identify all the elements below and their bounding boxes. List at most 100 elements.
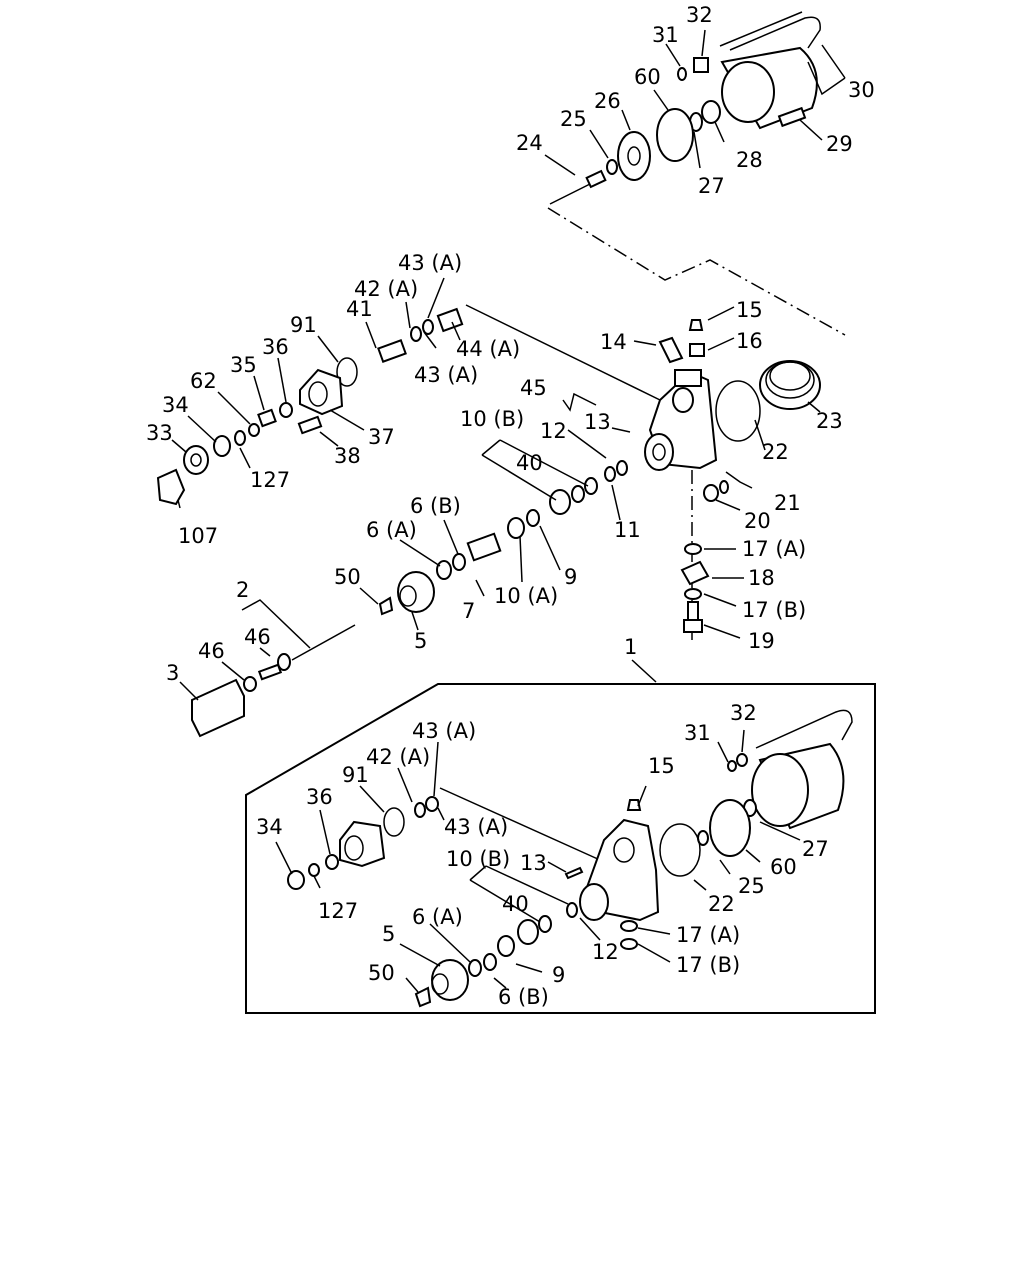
ring-62-part [248, 423, 260, 437]
label-18: 18 [748, 566, 775, 590]
spring-7-part [466, 532, 502, 562]
lower-ring-12 [566, 902, 578, 918]
nut-20-part [703, 484, 719, 502]
lower-clip-50 [414, 986, 432, 1008]
piston-40-part [549, 489, 571, 515]
label-60: 60 [634, 65, 661, 89]
centerline-cylinder [465, 304, 661, 401]
lower-ring-6a [468, 959, 482, 977]
label-3: 3 [166, 661, 179, 685]
ring-6b-part [452, 553, 466, 571]
lower-washer-43a [425, 796, 439, 812]
lower-oring-22 [659, 823, 701, 877]
lower-label-25: 25 [738, 874, 765, 898]
lower-cup-9 [497, 935, 515, 957]
lower-label-9: 9 [552, 963, 565, 987]
label-45: 45 [520, 376, 547, 400]
cap-15-part [688, 319, 704, 331]
labels-lower: 43 (A) 42 (A) 91 36 43 (A) 34 127 10 (B)… [256, 701, 829, 1009]
nut-36-part [279, 402, 293, 418]
label-42a: 42 (A) [354, 277, 418, 301]
label-33: 33 [146, 421, 173, 445]
disc-26-part [617, 131, 651, 181]
label-21: 21 [774, 491, 801, 515]
seal-9-part [526, 509, 540, 527]
piston-5-part [397, 571, 435, 613]
washer-17b-part [684, 588, 702, 600]
lower-label-43a-bot: 43 (A) [444, 815, 508, 839]
lower-housing [339, 820, 386, 868]
disc-26-hub [627, 146, 641, 166]
spring-35-part [257, 408, 277, 428]
nut-46-part [277, 653, 291, 671]
label-32: 32 [686, 3, 713, 27]
ring-6a-part [436, 560, 452, 580]
washer-11-part [604, 466, 616, 482]
clevis-3-part [191, 678, 245, 738]
bolt-29-part [777, 106, 807, 128]
label-5: 5 [414, 629, 427, 653]
label-6b: 6 (B) [410, 494, 461, 518]
label-20: 20 [744, 509, 771, 533]
lower-cylinder-body [579, 818, 660, 922]
lower-reservoir-tank [751, 709, 853, 830]
lower-label-43a-top: 43 (A) [412, 719, 476, 743]
washer-43a-part [422, 319, 434, 335]
lower-label-22: 22 [708, 892, 735, 916]
label-34: 34 [162, 393, 189, 417]
label-31: 31 [652, 23, 679, 47]
bolt-19-part [683, 601, 703, 633]
lower-label-17b: 17 (B) [676, 953, 740, 977]
label-7: 7 [462, 599, 475, 623]
lower-label-50: 50 [368, 961, 395, 985]
lower-label-5: 5 [382, 922, 395, 946]
lower-centerline [439, 787, 601, 861]
oring-34-part [213, 435, 231, 457]
lower-label-6b: 6 (B) [498, 985, 549, 1009]
label-36: 36 [262, 335, 289, 359]
labels-upper: 32 31 30 60 26 25 24 28 27 29 43 (A) 42 … [146, 3, 875, 685]
label-17a: 17 (A) [742, 537, 806, 561]
rod-2-part [291, 624, 356, 661]
label-50: 50 [334, 565, 361, 589]
label-2: 2 [236, 578, 249, 602]
label-43a-bot: 43 (A) [414, 363, 478, 387]
label-11: 11 [614, 518, 641, 542]
label-6a: 6 (A) [366, 518, 417, 542]
fitting-16-part [689, 343, 705, 357]
label-46-b: 46 [198, 639, 225, 663]
lower-cap-15 [626, 799, 642, 811]
lower-label-17a: 17 (A) [676, 923, 740, 947]
label-29: 29 [826, 132, 853, 156]
kit-box-outline [245, 683, 876, 1014]
label-25: 25 [560, 107, 587, 131]
seal-10b-part [584, 477, 598, 495]
lower-oring-42a [414, 802, 426, 818]
label-127: 127 [250, 468, 290, 492]
master-cylinder-body-part [644, 369, 718, 471]
lower-pin-13 [564, 866, 584, 880]
nut-46b-part [243, 676, 257, 692]
lower-label-91: 91 [342, 763, 369, 787]
label-107: 107 [178, 524, 218, 548]
lower-label-127: 127 [318, 899, 358, 923]
lower-label-27: 27 [802, 837, 829, 861]
oring-22-part [715, 380, 761, 442]
push-rod-24-part [549, 169, 607, 205]
oring-40-part [571, 485, 585, 503]
label-15: 15 [736, 298, 763, 322]
leader-lines-lower [275, 729, 801, 993]
reservoir-tank-part [719, 11, 821, 130]
label-19: 19 [748, 629, 775, 653]
lower-washer-17b [620, 938, 638, 950]
label-28: 28 [736, 148, 763, 172]
lower-label-42a: 42 (A) [366, 745, 430, 769]
label-9: 9 [564, 565, 577, 589]
clip-50-part [378, 596, 394, 616]
label-26: 26 [594, 89, 621, 113]
bleeder-14-part [658, 336, 684, 364]
lower-assembly-kit: 43 (A) 42 (A) 91 36 43 (A) 34 127 10 (B)… [245, 683, 876, 1014]
label-13: 13 [584, 410, 611, 434]
lower-fitting-32 [736, 753, 748, 767]
lower-piston-40 [517, 919, 539, 945]
